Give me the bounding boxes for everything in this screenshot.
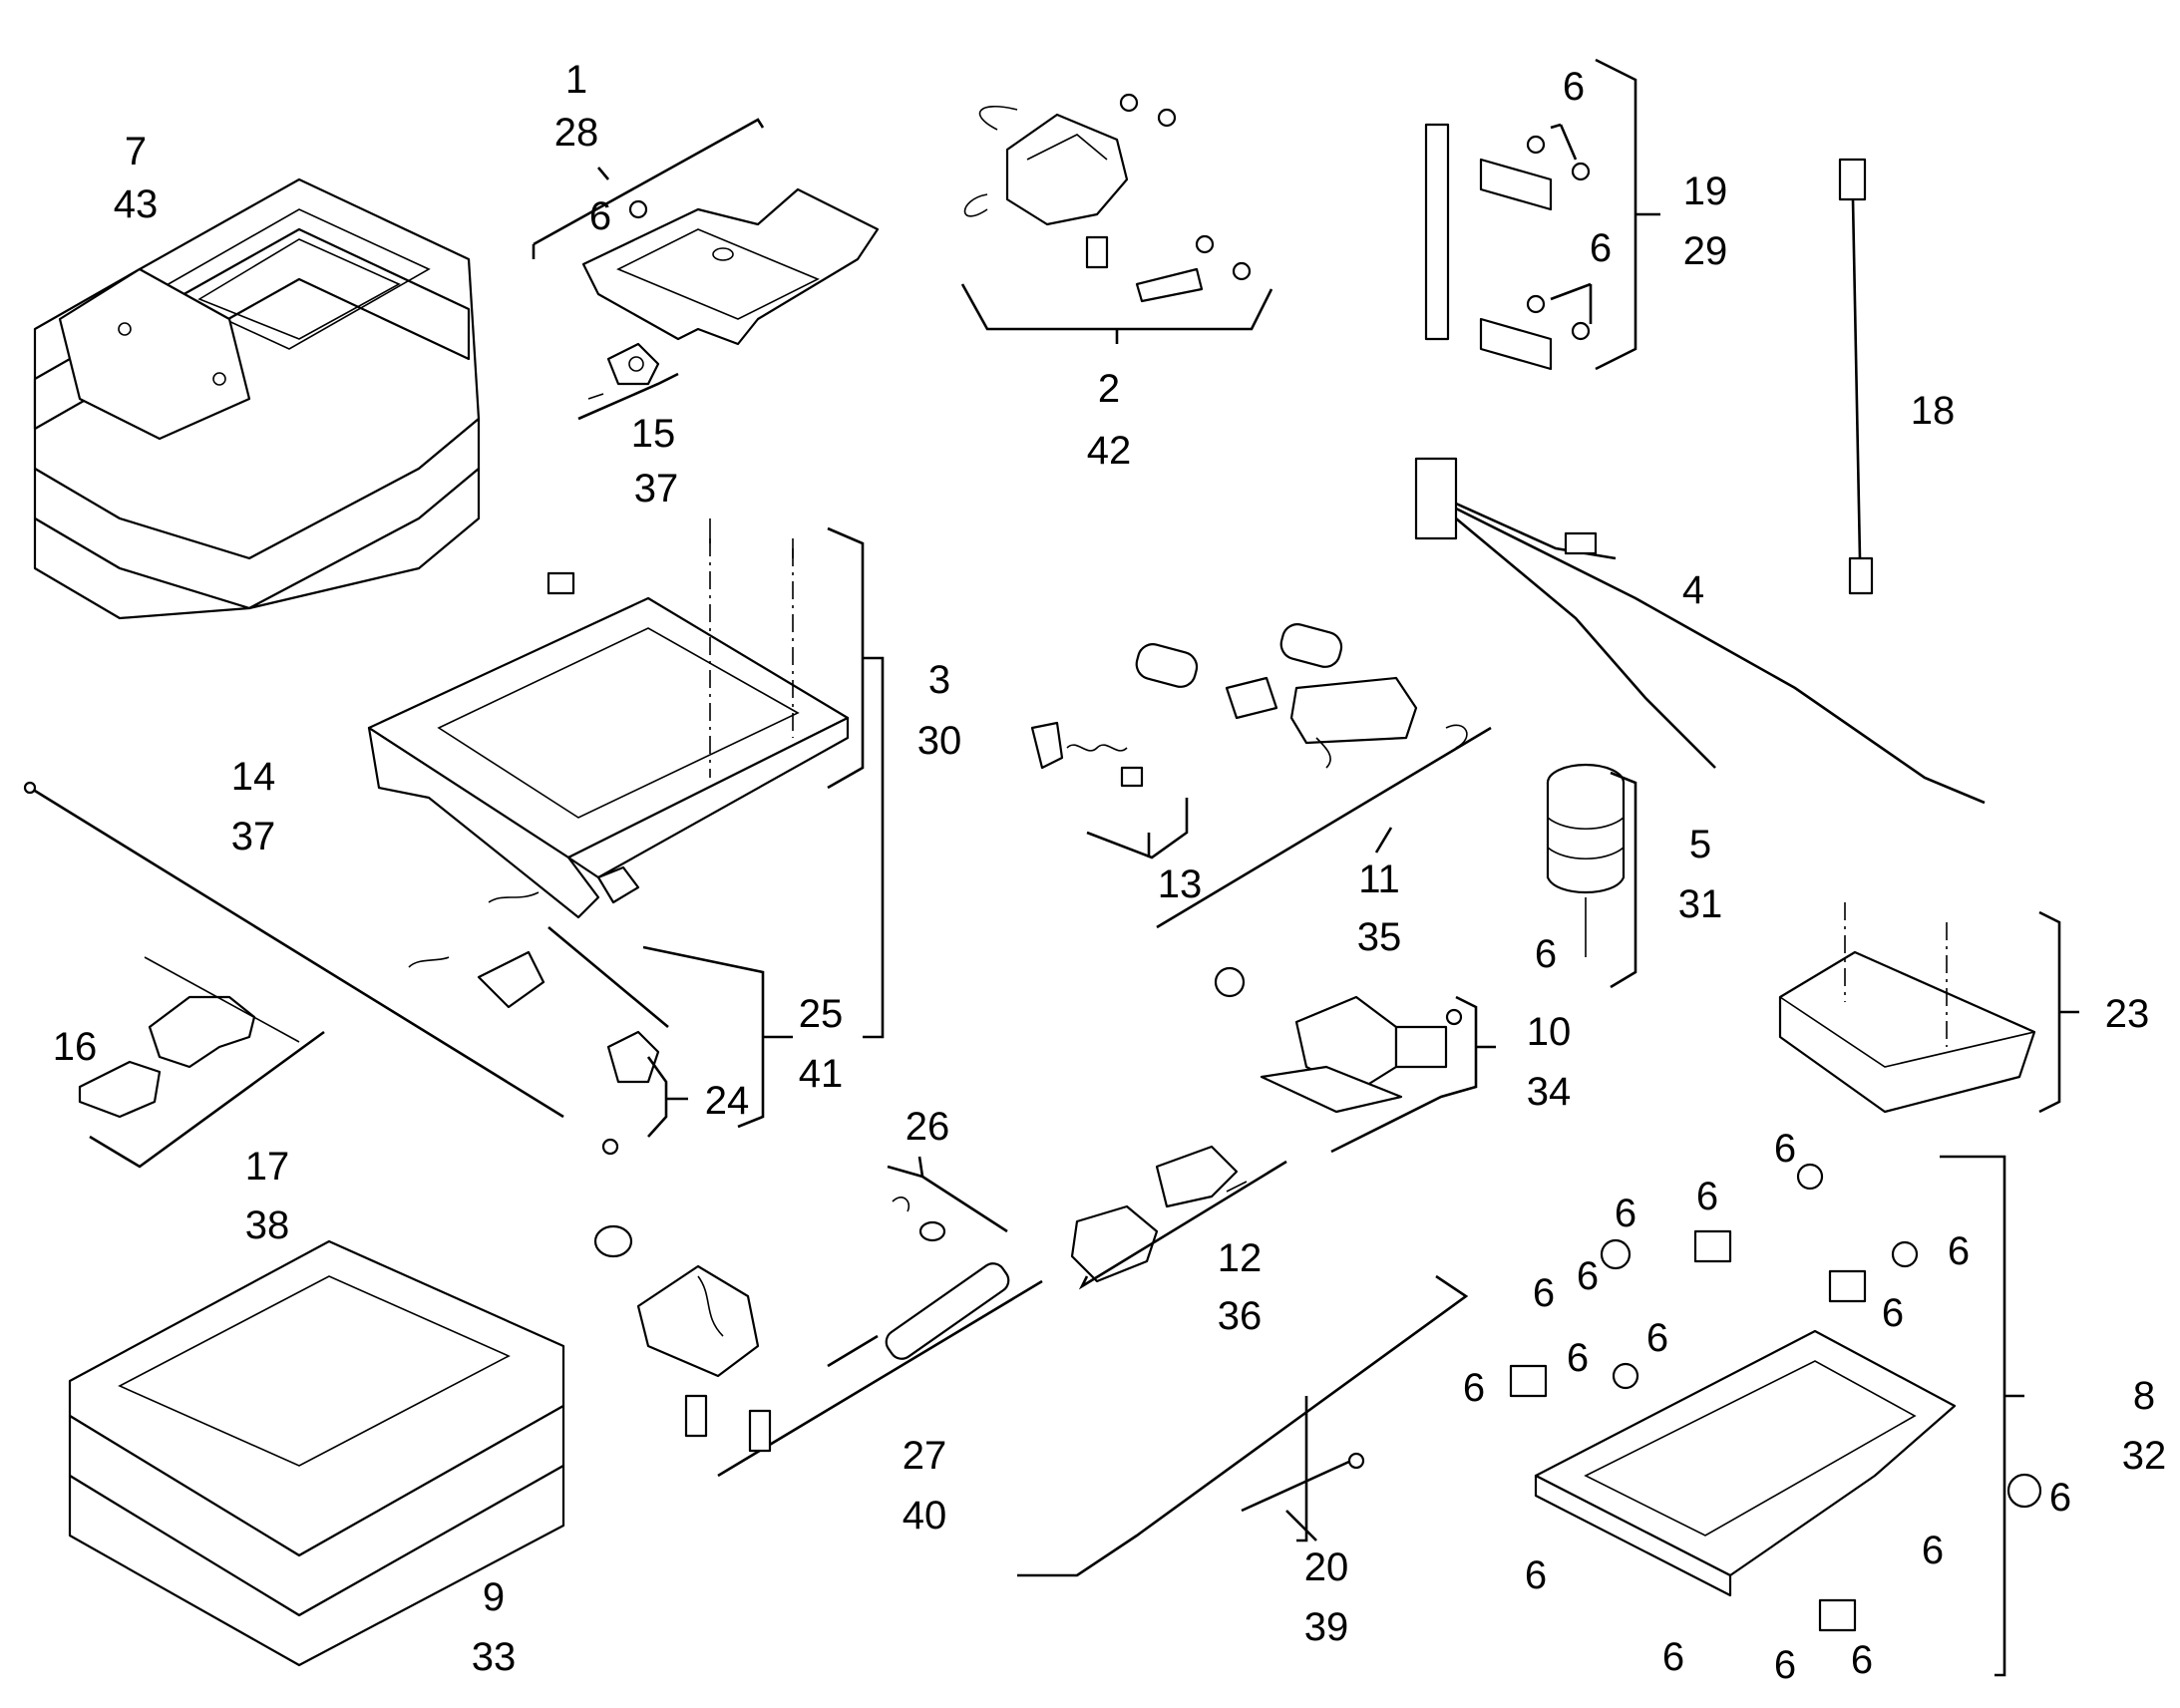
part-23-cover	[1778, 902, 2036, 1114]
label-37: 37	[634, 467, 679, 511]
part-15-bracket	[587, 342, 660, 400]
label-19: 19	[1683, 170, 1728, 213]
label-38: 38	[245, 1203, 290, 1247]
label-4: 4	[1682, 568, 1704, 612]
part-13-spring-set	[1030, 721, 1144, 788]
label-42: 42	[1087, 429, 1132, 473]
label-6: 6	[1696, 1175, 1718, 1218]
label-6: 6	[2049, 1476, 2071, 1520]
label-24: 24	[705, 1079, 750, 1123]
label-6: 6	[1948, 1229, 1970, 1273]
label-34: 34	[1527, 1070, 1572, 1114]
label-36: 36	[1218, 1294, 1263, 1338]
part-mounting-plate	[581, 187, 880, 346]
label-6: 6	[1463, 1366, 1485, 1410]
label-27: 27	[903, 1434, 947, 1478]
label-10: 10	[1527, 1010, 1572, 1054]
part-20-rod	[1017, 1274, 1469, 1577]
label-29: 29	[1683, 229, 1728, 273]
label-35: 35	[1357, 915, 1402, 959]
label-5: 5	[1689, 823, 1711, 866]
label-6: 6	[1774, 1127, 1796, 1171]
label-33: 33	[472, 1635, 517, 1679]
label-3: 3	[928, 658, 950, 702]
label-37: 37	[231, 815, 276, 858]
label-6: 6	[1590, 226, 1612, 270]
part-seat-frame	[367, 571, 850, 919]
label-20: 20	[1304, 1545, 1349, 1589]
label-9: 9	[483, 1575, 505, 1619]
label-2: 2	[1098, 367, 1120, 411]
label-14: 14	[231, 755, 276, 799]
label-6: 6	[1563, 65, 1585, 109]
label-15: 15	[631, 412, 676, 456]
part-5-air-spring	[1546, 763, 1626, 957]
part-11-cylinder	[1135, 623, 1468, 769]
label-39: 39	[1304, 1605, 1349, 1649]
label-32: 32	[2122, 1434, 2167, 1478]
label-6: 6	[1615, 1192, 1636, 1235]
label-28: 28	[554, 111, 599, 155]
label-6: 6	[1533, 1271, 1555, 1315]
label-6: 6	[1922, 1529, 1944, 1572]
label-18: 18	[1911, 389, 1956, 433]
label-6: 6	[1525, 1553, 1547, 1597]
label-13: 13	[1158, 862, 1203, 906]
part-strap-set	[1424, 123, 1591, 371]
label-6: 6	[1774, 1643, 1796, 1687]
label-12: 12	[1218, 1236, 1263, 1280]
label-8: 8	[2133, 1374, 2155, 1418]
label-25: 25	[799, 992, 844, 1036]
part-10-motor	[1214, 966, 1463, 1114]
part-26-gas-spring	[827, 1196, 1010, 1368]
label-6: 6	[1851, 1638, 1873, 1682]
part-16-lever	[78, 956, 300, 1119]
label-6: 6	[589, 194, 611, 238]
label-30: 30	[917, 719, 962, 763]
part-18-cable	[1838, 158, 1874, 595]
part-4-wiring-harness	[1414, 457, 1986, 805]
part-8-slide-rail-frame	[1509, 1163, 2042, 1632]
label-43: 43	[114, 182, 159, 226]
label-11: 11	[1358, 857, 1400, 901]
label-16: 16	[53, 1025, 98, 1069]
label-1: 1	[565, 58, 587, 102]
label-31: 31	[1678, 882, 1723, 926]
part-lever-spring-assembly	[593, 1224, 772, 1453]
label-6: 6	[1646, 1316, 1668, 1360]
part-suspension-top-cover	[33, 177, 481, 620]
part-9-bellows	[68, 1239, 565, 1667]
label-23: 23	[2105, 992, 2150, 1036]
label-6: 6	[1577, 1254, 1599, 1298]
label-6: 6	[1567, 1336, 1589, 1380]
label-6: 6	[1882, 1291, 1904, 1335]
label-6: 6	[1662, 1635, 1684, 1679]
label-26: 26	[906, 1105, 950, 1149]
part-air-pump	[963, 93, 1252, 303]
label-41: 41	[799, 1052, 844, 1096]
label-6: 6	[1535, 932, 1557, 976]
part-14-rod	[29, 786, 564, 1119]
part-12-bracket	[1070, 1145, 1248, 1283]
part-latch-assembly	[408, 891, 669, 1156]
label-40: 40	[903, 1494, 947, 1537]
label-7: 7	[125, 130, 147, 173]
callout-labels: 7 43 1 28 6 15 37 2 42 6 6 19 29 18 4 3 …	[53, 58, 2167, 1687]
label-17: 17	[245, 1145, 290, 1189]
